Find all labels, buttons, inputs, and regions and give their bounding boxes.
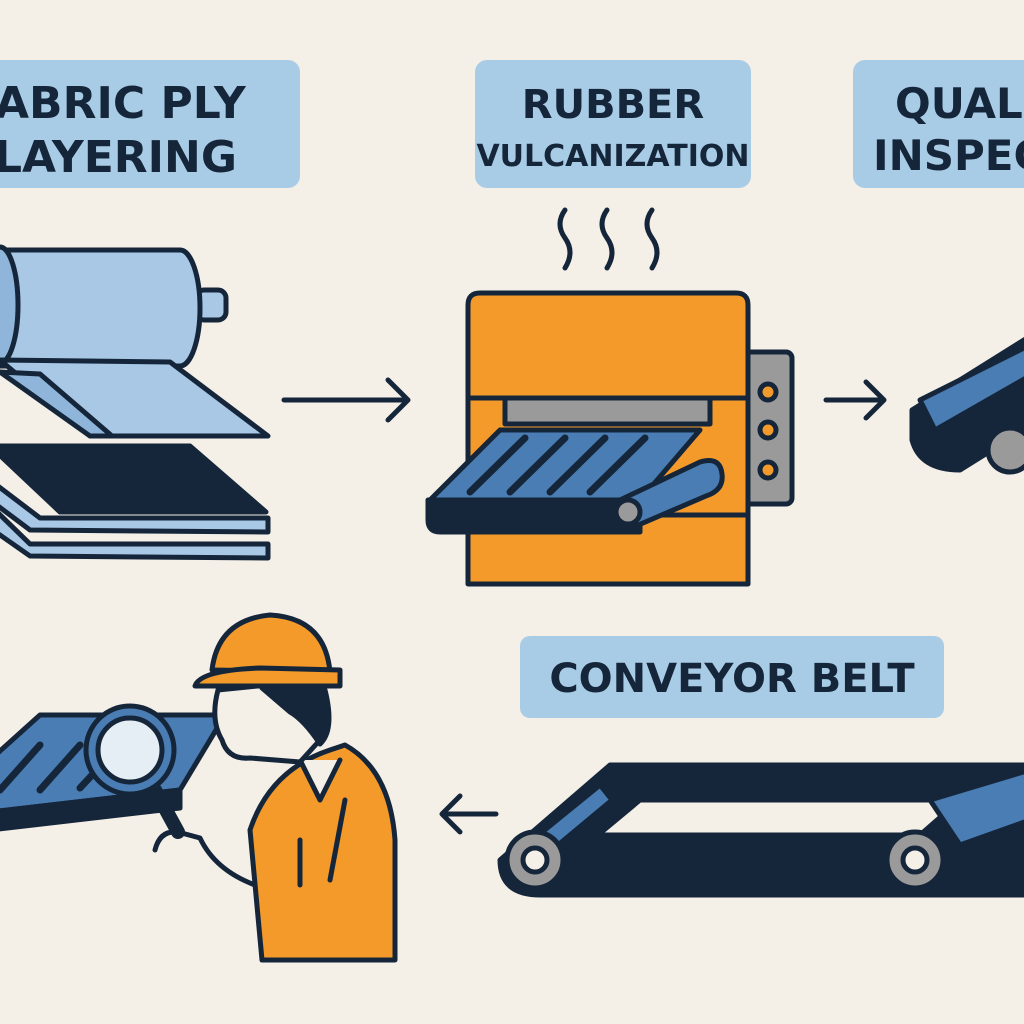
arrow-right-icon <box>823 379 887 421</box>
label-line2: INSPECTION <box>873 131 1024 180</box>
label-rubber-vulcanization: RUBBER VULCANIZATION <box>475 60 751 188</box>
magnifying-glass-icon <box>83 703 185 839</box>
label-fabric-ply-layering: FABRIC PLY LAYERING <box>0 60 300 188</box>
label-line1: CONVEYOR BELT <box>549 656 915 702</box>
label-quality-inspection: QUALITY INSPECTION <box>853 60 1024 188</box>
conveyor-belt-icon <box>909 337 1024 475</box>
fabric-roll-icon <box>0 244 271 561</box>
label-line2: LAYERING <box>0 132 237 183</box>
label-line1: FABRIC PLY <box>0 78 247 129</box>
inspector-worker-icon <box>152 612 398 963</box>
arrow-left-icon <box>439 793 499 835</box>
vulcanization-press-icon <box>425 290 795 587</box>
label-line1: RUBBER <box>522 82 704 128</box>
heat-waves-icon <box>557 207 660 271</box>
arrow-right-icon <box>281 377 411 423</box>
conveyor-belt-icon <box>497 762 1024 898</box>
label-line2: VULCANIZATION <box>476 139 749 174</box>
label-line1: QUALITY <box>895 79 1024 128</box>
label-conveyor-belt: CONVEYOR BELT <box>520 636 944 718</box>
